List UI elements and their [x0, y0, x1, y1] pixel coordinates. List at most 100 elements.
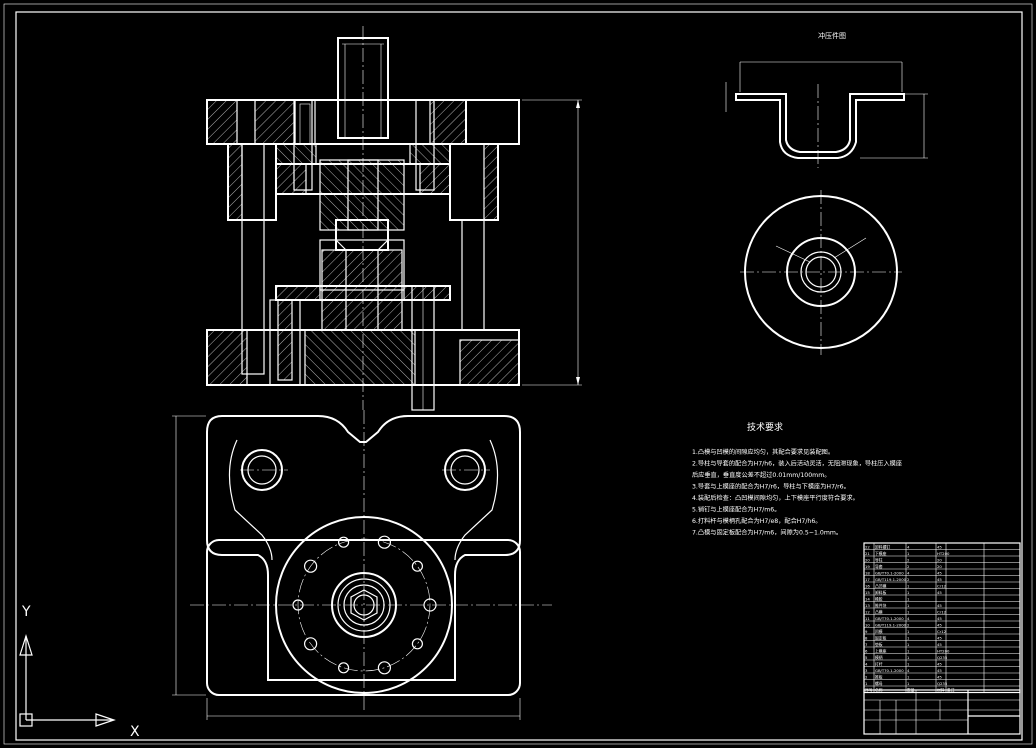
- bom-cell: Cr12: [937, 609, 947, 614]
- bom-cell: 12: [865, 609, 870, 614]
- bolt-hole: [411, 560, 423, 572]
- part-drawing: 冲压件图: [725, 31, 928, 355]
- bom-cell: 1: [907, 648, 910, 653]
- bom-cell: 45: [937, 674, 942, 679]
- tech-note: 后应垂直，垂直度公差不超过0.01mm/100mm。: [692, 471, 830, 479]
- drawing-frame: [3, 3, 1033, 745]
- bom-cell: 2: [865, 674, 868, 679]
- bom-cell: 17: [865, 577, 870, 582]
- bolt-hole: [377, 661, 391, 675]
- bom-cell: 45: [937, 622, 942, 627]
- bom-cell: 18: [865, 570, 870, 575]
- top-plan-view: [172, 410, 552, 720]
- bom-cell: 14: [865, 596, 870, 601]
- front-section-view: [206, 26, 582, 411]
- bolt-hole: [338, 662, 350, 674]
- bom-cell: 45: [937, 570, 942, 575]
- bom-cell: 45: [937, 661, 942, 666]
- bom-cell: Q235: [937, 655, 948, 660]
- bom-cell: 45: [937, 616, 942, 621]
- ucs-y-label: Y: [21, 604, 31, 620]
- bom-cell: 2: [907, 577, 910, 582]
- bom-cell: 打杆: [875, 661, 883, 666]
- tech-title: 技术要求: [747, 421, 783, 433]
- bom-cell: 导套: [875, 564, 883, 569]
- bom-cell: 凹模: [875, 629, 883, 634]
- bom-cell: 20: [937, 557, 942, 562]
- bom-cell: 1: [907, 681, 910, 686]
- bom-cell: GB/T70.1-2000: [875, 616, 904, 621]
- bom-cell: 21: [865, 551, 870, 556]
- bom-cell: GB/T70.1-2000: [875, 668, 904, 673]
- bom-cell: Cr12: [937, 629, 947, 634]
- ucs-x-label: X: [130, 724, 140, 740]
- bom-cell: 1: [865, 681, 868, 686]
- technical-requirements: 技术要求 1.凸模与凹模的间隙应均匀，其配合要求见装配图。 2.导柱与导套的配合为…: [692, 421, 902, 537]
- bom-cell: 45: [937, 603, 942, 608]
- bom-cell: 22: [865, 544, 870, 549]
- bom-cell: 20: [865, 557, 870, 562]
- bom-cell: 推板: [875, 674, 883, 679]
- title-block: [863, 689, 1021, 735]
- bolt-hole: [304, 637, 318, 651]
- bom-cell: 1: [907, 603, 910, 608]
- bom-cell: GB/T70.1-2000: [875, 570, 904, 575]
- bom-cell: 橡胶: [875, 596, 883, 601]
- bom-cell: 4: [907, 616, 910, 621]
- tech-note: 7.凸模与固定板配合为H7/m6，间隙为0.5~1.0mm。: [692, 529, 842, 537]
- bom-cell: 45: [937, 544, 942, 549]
- bom-cell: 1: [907, 661, 910, 666]
- bom-cell: 凸凹模: [875, 583, 887, 588]
- bom-cell: 45: [937, 635, 942, 640]
- bom-cell: 4: [865, 661, 868, 666]
- bom-cell: 1: [907, 583, 910, 588]
- bom-cell: 10: [865, 622, 870, 627]
- bom-cell: 19: [865, 564, 870, 569]
- bom-cell: 1: [907, 551, 910, 556]
- bom-cell: 下模座: [875, 551, 887, 556]
- bom-cell: 1: [907, 629, 910, 634]
- tech-note: 6.打料杆与模柄孔配合为H7/e8，配合H7/h6。: [692, 517, 821, 525]
- bom-cell: 模柄: [875, 655, 883, 660]
- tech-note: 2.导柱与导套的配合为H7/h6，装入后活动灵活，无阻滞现象，导柱压入模座: [692, 460, 902, 468]
- bom-cell: 8: [865, 635, 868, 640]
- bom-cell: 9: [865, 629, 868, 634]
- bom-cell: 45: [937, 642, 942, 647]
- bom-cell: GB/T119.1-2000: [875, 622, 907, 627]
- bom-cell: 螺母: [875, 681, 883, 686]
- bom-cell: 1: [907, 596, 910, 601]
- bom-cell: 45: [937, 668, 942, 673]
- bom-cell: 5: [865, 655, 868, 660]
- part-drawing-title: 冲压件图: [818, 31, 846, 40]
- bom-cell: 1: [907, 590, 910, 595]
- bom-cell: 2: [907, 622, 910, 627]
- bolt-hole: [304, 559, 318, 573]
- bom-cell: 固定板: [875, 635, 887, 640]
- bolt-hole: [338, 536, 350, 548]
- bom-cell: 11: [865, 616, 870, 621]
- bom-cell: 3: [865, 668, 868, 673]
- bom-cell: 卸料螺钉: [875, 544, 890, 549]
- bom-cell: 15: [865, 590, 870, 595]
- bom-cell: 垫板: [875, 642, 883, 647]
- bom-cell: 1: [907, 655, 910, 660]
- bom-cell: 1: [907, 642, 910, 647]
- bom-cell: HT200: [937, 648, 950, 653]
- bolt-hole: [411, 638, 423, 650]
- bom-cell: 13: [865, 603, 870, 608]
- bom-cell: GB/T119.1-2000: [875, 577, 907, 582]
- bom-cell: 16: [865, 583, 870, 588]
- tech-note: 1.凸模与凹模的间隙应均匀，其配合要求见装配图。: [692, 448, 834, 456]
- bolt-hole: [377, 535, 391, 549]
- bom-cell: HT200: [937, 551, 950, 556]
- bom-cell: Cr12: [937, 583, 947, 588]
- bom-cell: 45: [937, 577, 942, 582]
- bom-cell: 1: [907, 674, 910, 679]
- bom-cell: 4: [907, 668, 910, 673]
- bom-cell: 6: [865, 648, 868, 653]
- bom-cell: 凸模: [875, 609, 883, 614]
- tech-note: 5.销钉与上模座配合为H7/m6。: [692, 506, 780, 514]
- bom-cell: 20: [937, 564, 942, 569]
